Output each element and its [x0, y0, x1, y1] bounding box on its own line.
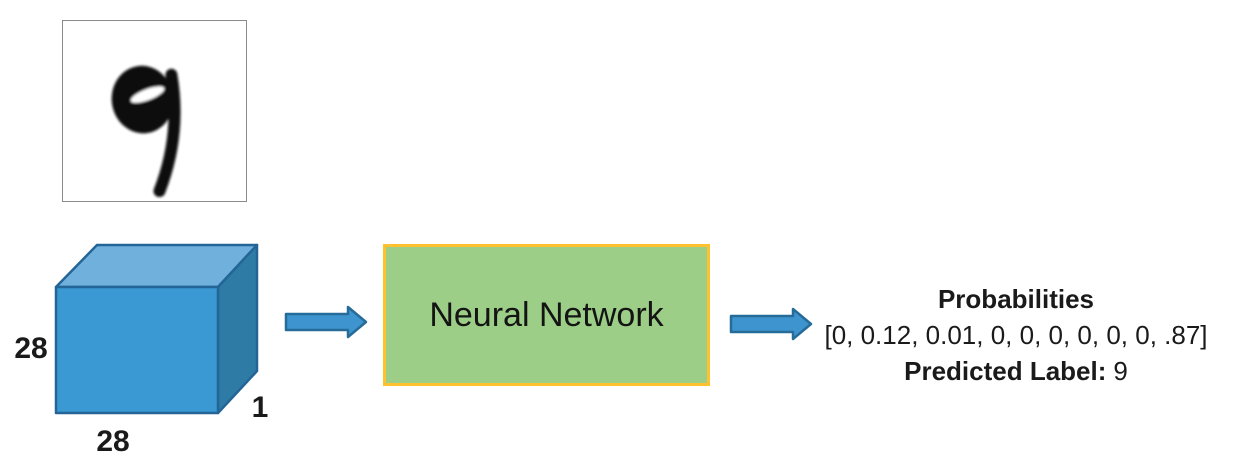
tensor-height-label: 28	[14, 332, 48, 365]
cube-front-face	[54, 285, 220, 415]
tensor-width-label: 28	[96, 425, 130, 458]
probabilities-title: Probabilities	[937, 284, 1095, 314]
tensor-depth-label: 1	[251, 391, 269, 424]
digit-9-glyph	[111, 65, 181, 198]
arrow-network-to-output-icon	[729, 307, 813, 341]
digit-sample-image	[62, 20, 247, 202]
output-block: Probabilities [0, 0.12, 0.01, 0, 0, 0, 0…	[811, 281, 1221, 389]
predicted-label-prefix: Predicted Label:	[904, 356, 1107, 386]
neural-network-box: Neural Network	[383, 244, 710, 386]
predicted-label-line: Predicted Label:9	[811, 353, 1221, 389]
predicted-label-value: 9	[1113, 356, 1128, 386]
probabilities-vector: [0, 0.12, 0.01, 0, 0, 0, 0, 0, 0, .87]	[824, 320, 1208, 350]
neural-network-label: Neural Network	[429, 295, 664, 334]
input-tensor-cube	[54, 243, 259, 415]
arrow-input-to-network-icon	[284, 305, 368, 339]
